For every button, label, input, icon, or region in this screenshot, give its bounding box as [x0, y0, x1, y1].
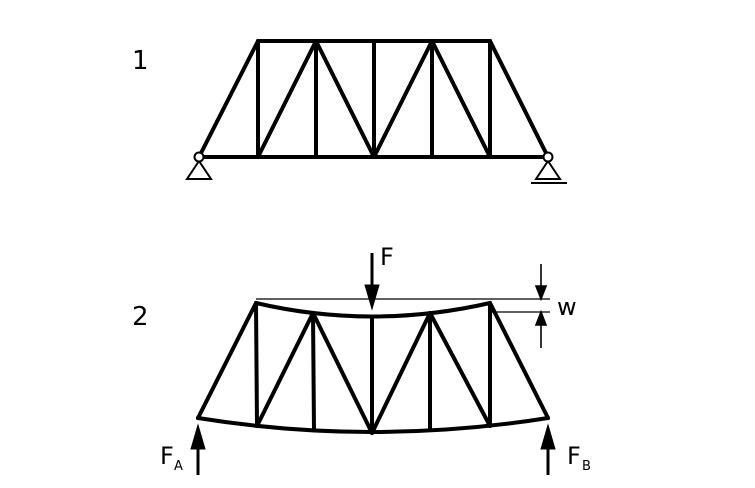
verticals-deformed — [254, 301, 492, 435]
step-label-1: 1 — [132, 46, 149, 76]
reaction-b-label: F — [567, 442, 581, 470]
deflection-label: w — [557, 293, 577, 321]
diagonals — [256, 39, 492, 159]
verticals — [256, 39, 492, 159]
end-post-right-deformed — [488, 301, 550, 420]
deflection-arrows — [534, 264, 548, 348]
end-post-right — [488, 39, 550, 159]
truss-undeformed — [197, 39, 550, 159]
support-roller-right — [531, 151, 567, 184]
step-label-2: 2 — [132, 302, 149, 332]
reaction-a-subscript: A — [174, 459, 183, 474]
deflection-reference-lines — [256, 298, 550, 313]
diagonals-deformed — [255, 311, 492, 435]
load-arrow — [364, 253, 380, 311]
truss-deformed — [196, 301, 550, 435]
end-post-left — [197, 39, 260, 159]
support-pin-left — [185, 151, 213, 180]
reaction-a-label: F — [160, 442, 174, 470]
reaction-arrow-left — [190, 423, 206, 475]
force-label: F — [380, 243, 394, 271]
reaction-b-subscript: B — [582, 459, 591, 474]
reaction-arrow-right — [540, 423, 556, 475]
end-post-left-deformed — [196, 301, 258, 420]
